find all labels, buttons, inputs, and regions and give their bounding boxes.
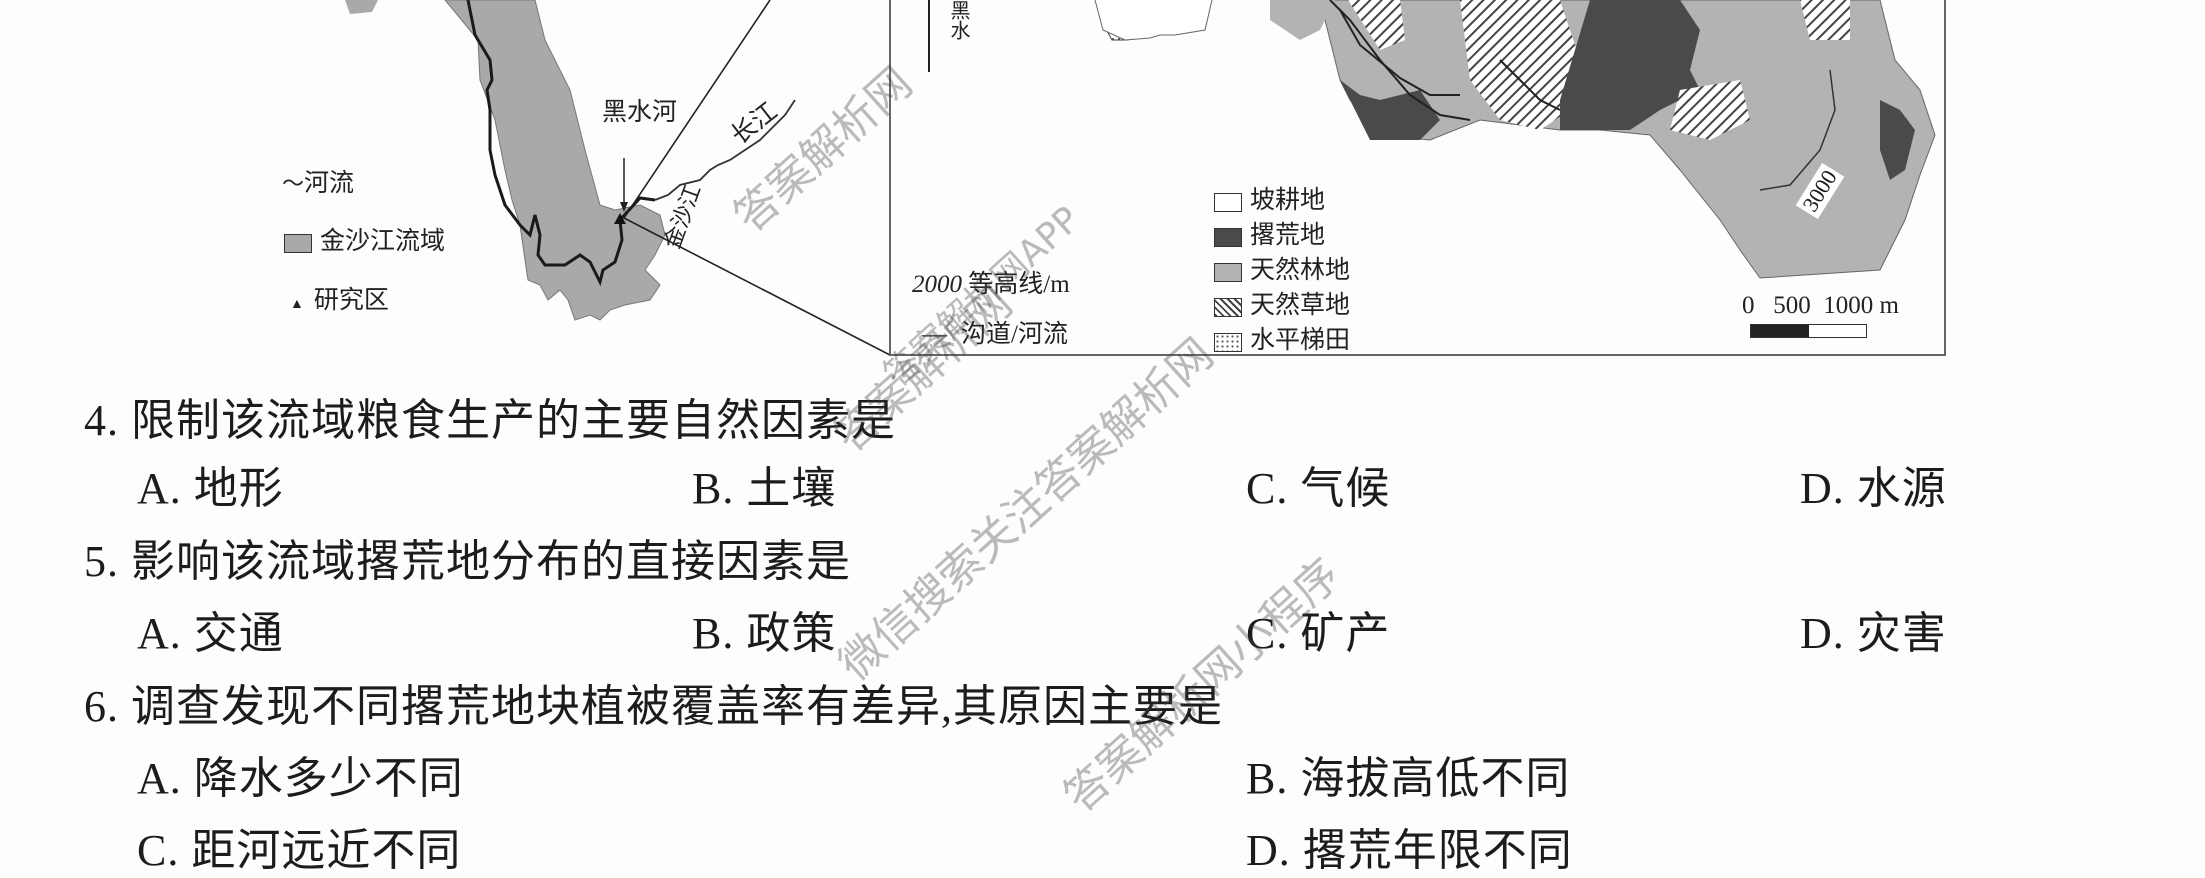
q4-option-a[interactable]: A. 地形 (137, 464, 284, 513)
legend-study-area: ▲研究区 (290, 287, 389, 314)
question-5-stem: 5. 影响该流域撂荒地分布的直接因素是 (84, 537, 851, 586)
legend-basin: 金沙江流域 (284, 221, 445, 257)
scale-bar: 0 500 1000 m (1742, 292, 1899, 338)
gray-area-swatch (284, 233, 312, 253)
legend-slope-farmland: 坡耕地 (1214, 180, 1350, 215)
legend-natural-forest: 天然林地 (1214, 250, 1350, 285)
white-swatch (1214, 192, 1242, 212)
q4-option-d[interactable]: D. 水源 (1800, 464, 1947, 513)
q6-option-d[interactable]: D. 撂荒年限不同 (1246, 826, 1573, 875)
map-figure (345, 0, 1946, 356)
question-4-stem: 4. 限制该流域粮食生产的主要自然因素是 (84, 396, 896, 445)
legend-contour: 2000 等高线/m (912, 271, 1070, 298)
legend-channel: —沟道/河流 (922, 321, 1068, 348)
triangle-marker-icon: ▲ (290, 297, 304, 312)
hatched-swatch (1214, 297, 1242, 317)
legend-river: 〜河流 (282, 170, 355, 197)
jinsha-basin-area (345, 0, 891, 356)
channel-line-icon: — (922, 321, 947, 348)
q5-option-c[interactable]: C. 矿产 (1246, 609, 1391, 658)
dotted-swatch (1214, 332, 1242, 352)
landuse-legend: 坡耕地 撂荒地 天然林地 天然草地 水平梯田 (1214, 180, 1350, 355)
legend-abandoned-land: 撂荒地 (1214, 215, 1350, 250)
legend-terraced-field: 水平梯田 (1214, 320, 1350, 355)
heishui-river-label: 黑水河 (602, 99, 678, 126)
q6-option-a[interactable]: A. 降水多少不同 (137, 754, 464, 803)
question-6-stem: 6. 调查发现不同撂荒地块植被覆盖率有差异,其原因主要是 (84, 682, 1223, 731)
q4-option-c[interactable]: C. 气候 (1246, 464, 1391, 513)
q6-option-c[interactable]: C. 距河远近不同 (137, 826, 462, 875)
q5-option-d[interactable]: D. 灾害 (1800, 609, 1947, 658)
q5-option-b[interactable]: B. 政策 (692, 609, 837, 658)
q6-option-b[interactable]: B. 海拔高低不同 (1246, 754, 1571, 803)
heishui-vertical-label: 黑水 (947, 0, 969, 40)
gray-swatch (1214, 262, 1242, 282)
inset-map-frame (889, 0, 1946, 356)
scale-bar-graphic (1750, 324, 1867, 338)
q5-option-a[interactable]: A. 交通 (137, 609, 284, 658)
dark-swatch (1214, 227, 1242, 247)
legend-natural-grassland: 天然草地 (1214, 285, 1350, 320)
q4-option-b[interactable]: B. 土壤 (692, 464, 837, 513)
river-line-icon: 〜 (282, 171, 305, 196)
